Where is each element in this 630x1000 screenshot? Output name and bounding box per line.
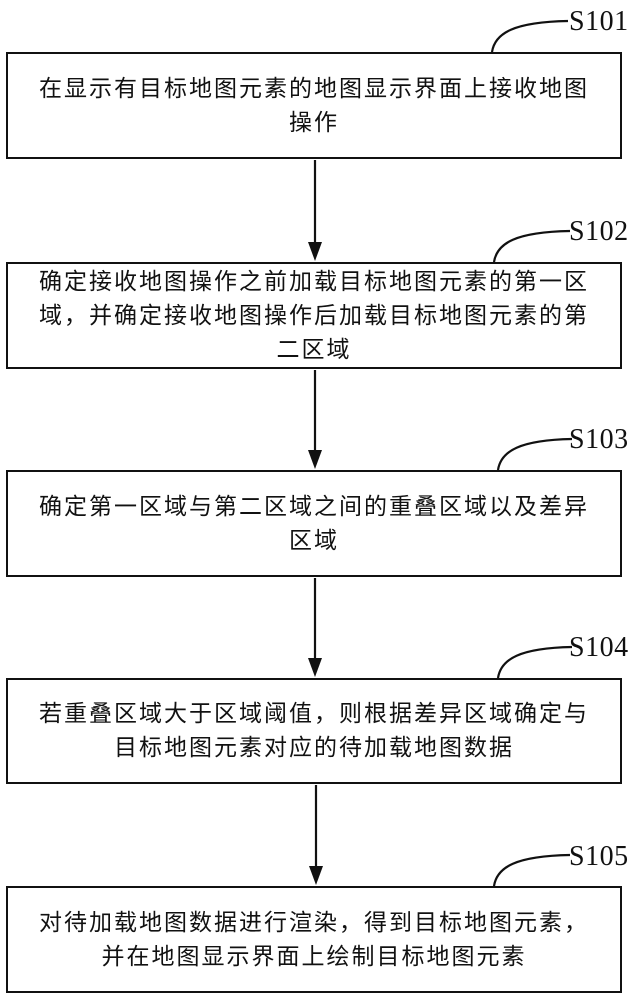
step-text-line: 域，并确定接收地图操作后加载目标地图元素的第 (39, 302, 589, 328)
flow-arrowhead-2 (308, 450, 322, 469)
flow-arrowhead-3 (308, 658, 322, 677)
flow-arrowhead-4 (309, 866, 323, 885)
flow-step-box-s102: 确定接收地图操作之前加载目标地图元素的第一区 域，并确定接收地图操作后加载目标地… (6, 262, 622, 369)
step-text-line: 若重叠区域大于区域阈值，则根据差异区域确定与 (39, 701, 589, 726)
step-text-line: 并在地图显示界面上绘制目标地图元素 (101, 943, 527, 969)
flow-step-box-s105: 对待加载地图数据进行渲染，得到目标地图元素， 并在地图显示界面上绘制目标地图元素 (6, 886, 622, 993)
step-text-line: 目标地图元素对应的待加载地图数据 (114, 735, 514, 760)
flow-step-box-s103: 确定第一区域与第二区域之间的重叠区域以及差异 区域 (6, 470, 622, 577)
leader-line-s104 (496, 645, 573, 679)
leader-line-s101 (490, 19, 569, 53)
step-text-line: 确定第一区域与第二区域之间的重叠区域以及差异 (39, 493, 589, 519)
leader-line-s103 (496, 437, 573, 471)
leader-line-s105 (492, 853, 571, 887)
step-label-s105: S105 (569, 841, 629, 872)
step-text-line: 对待加载地图数据进行渲染，得到目标地图元素， (39, 909, 589, 935)
leader-line-s102 (492, 229, 571, 263)
step-text-line: 区域 (289, 527, 339, 553)
step-label-s102: S102 (569, 216, 629, 247)
step-text-line: 二区域 (276, 336, 352, 362)
step-label-s101: S101 (569, 6, 629, 37)
step-label-s104: S104 (569, 632, 629, 663)
flow-step-box-s101: 在显示有目标地图元素的地图显示界面上接收地图 操作 (6, 52, 622, 159)
step-label-s103: S103 (569, 424, 629, 455)
step-text-line: 确定接收地图操作之前加载目标地图元素的第一区 (39, 268, 589, 294)
flow-step-box-s104: 若重叠区域大于区域阈值，则根据差异区域确定与 目标地图元素对应的待加载地图数据 (6, 678, 622, 784)
step-text-line: 操作 (289, 109, 339, 135)
flow-arrowhead-1 (308, 242, 322, 261)
step-text-line: 在显示有目标地图元素的地图显示界面上接收地图 (39, 75, 589, 101)
